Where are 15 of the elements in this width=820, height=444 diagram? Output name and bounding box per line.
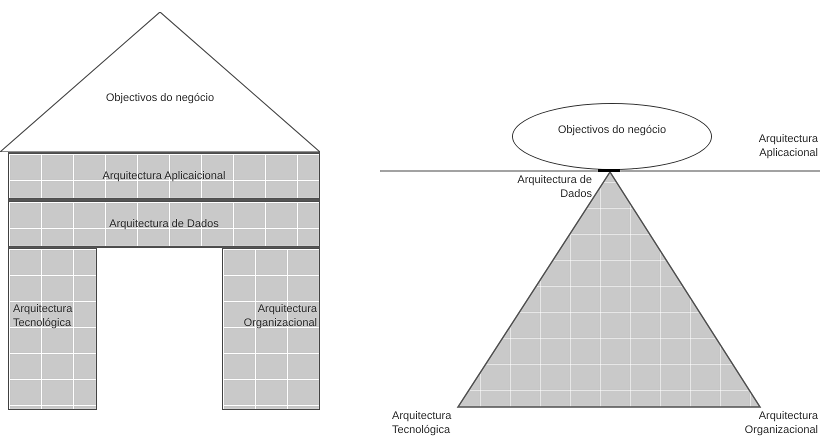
architecture-label: Arquitectura Organizacional	[744, 410, 818, 438]
node-text: Objectivos do negócio	[558, 123, 666, 138]
pillar	[8, 248, 97, 410]
architecture-label: Arquitectura Aplicacional	[758, 133, 818, 160]
node-text: Arquitectura Aplicaicional	[102, 168, 226, 184]
roof-triangle	[0, 12, 320, 152]
architecture-label: Arquitectura Tecnológica	[392, 410, 452, 438]
pillar	[222, 248, 320, 410]
node-text: Arquitectura Tecnológica	[13, 303, 74, 331]
layer-band	[8, 200, 320, 248]
layer-band	[8, 152, 320, 200]
node-text: Objectivos do negócio	[106, 91, 214, 106]
node-text: Arquitectura de Dados	[109, 216, 219, 232]
node-text: Arquitectura Organizacional	[242, 303, 317, 331]
architecture-label: Arquitectura de Dados	[516, 174, 592, 202]
